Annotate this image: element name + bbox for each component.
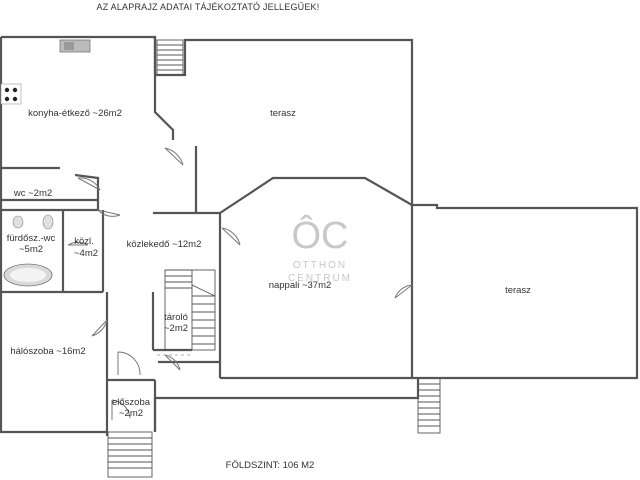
logo-line2: CENTRUM bbox=[288, 273, 352, 284]
room-furdoszoba-label: fürdősz.-wc bbox=[7, 233, 56, 244]
header-note: AZ ALAPRAJZ ADATAI TÁJÉKOZTATÓ JELLEGŰEK… bbox=[97, 2, 320, 12]
doors bbox=[67, 147, 413, 420]
logo-line1: OTTHON bbox=[293, 260, 347, 271]
room-kozl-area: ~4m2 bbox=[74, 248, 98, 259]
stairs-inner bbox=[164, 269, 216, 351]
stairs-right bbox=[417, 377, 441, 434]
footer-note: FÖLDSZINT: 106 M2 bbox=[226, 460, 315, 471]
stairs-top bbox=[156, 39, 184, 76]
room-nappali: nappali ~37m2 bbox=[269, 280, 332, 291]
kitchen-sink-icon bbox=[59, 39, 91, 53]
stove-icon bbox=[0, 83, 22, 105]
room-eloszoba-area: ~2m2 bbox=[119, 408, 143, 419]
room-terasz-right: terasz bbox=[505, 285, 531, 296]
room-tarolo-area: ~2m2 bbox=[164, 323, 188, 334]
interior-walls bbox=[1, 37, 418, 432]
room-furdoszoba-area: ~5m2 bbox=[19, 244, 43, 255]
logo-mark: ÔC bbox=[292, 213, 349, 257]
room-tarolo-label: tároló bbox=[164, 312, 188, 323]
room-haloszoba: hálószoba ~16m2 bbox=[10, 346, 85, 357]
room-wc: wc ~2m2 bbox=[13, 188, 52, 199]
room-konyha-etkezo: konyha-étkező ~26m2 bbox=[28, 108, 122, 119]
room-kozl-label: közl. bbox=[74, 236, 94, 247]
room-terasz-top: terasz bbox=[270, 108, 296, 119]
otthon-centrum-logo: ÔC OTTHON CENTRUM bbox=[288, 213, 352, 284]
stairs-bottom bbox=[107, 431, 153, 478]
bathtub-icon bbox=[3, 263, 53, 287]
room-eloszoba-label: előszoba bbox=[112, 397, 151, 408]
room-kozlekedo: közlekedő ~12m2 bbox=[127, 239, 202, 250]
toilet-icon bbox=[12, 214, 54, 230]
